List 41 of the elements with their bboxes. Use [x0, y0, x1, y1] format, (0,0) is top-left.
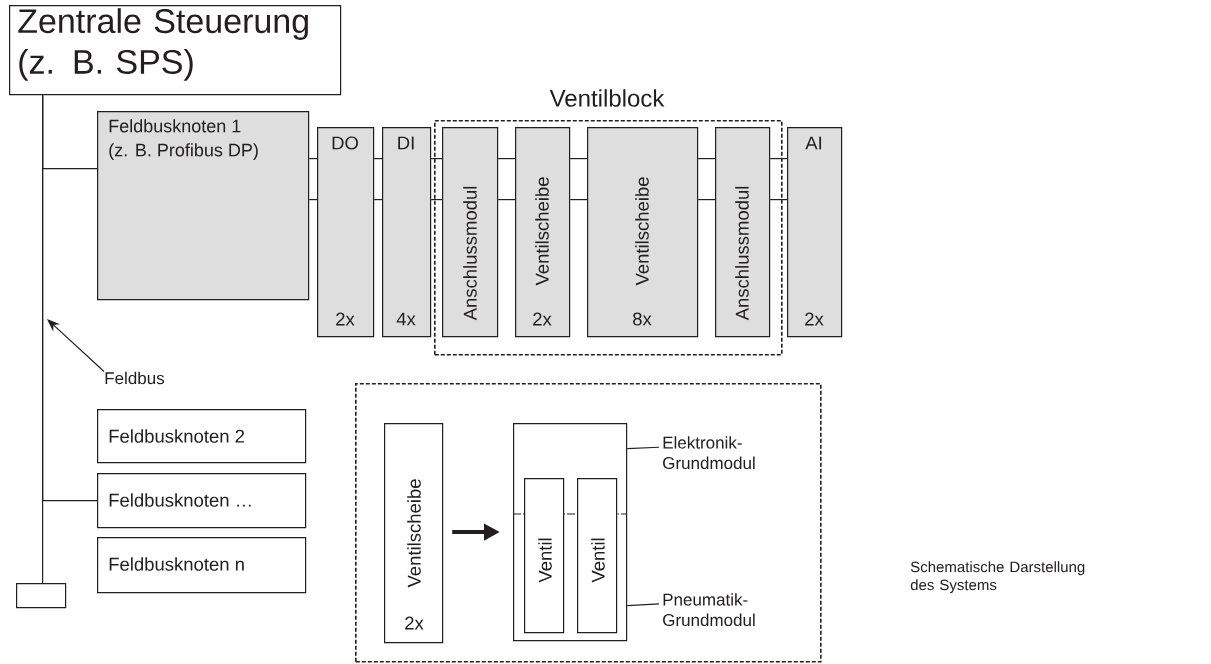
connector-line [308, 158, 318, 160]
leader-line [626, 446, 660, 450]
connector-line [373, 199, 383, 201]
detail-frame [355, 383, 822, 663]
connector-line [308, 199, 318, 201]
caption-text: Schematische Darstellung des Systems [910, 561, 1085, 594]
connector-line [42, 94, 44, 584]
connector-line [569, 199, 588, 201]
fieldbus-node-box: Feldbusknoten 1 (z. B. Profibus DP) [97, 111, 310, 301]
fieldbus-node-box: Feldbusknoten n [97, 537, 307, 594]
node-label: Ventilblock [549, 89, 665, 107]
base-module-box [513, 423, 628, 642]
valve-slice-box: Ventilscheibe 2x [384, 423, 444, 644]
connector-line [697, 199, 716, 201]
module-box: DO 2x [317, 127, 375, 338]
connector-line [569, 158, 588, 160]
valve-box: Ventil [524, 478, 565, 634]
fieldbus-node-box: Feldbusknoten 2 [97, 409, 307, 464]
module-box: Ventilscheibe 8x [587, 127, 699, 338]
connector-line [430, 199, 443, 201]
module-box: Anschlussmodul [442, 127, 499, 338]
arrow [47, 319, 105, 373]
connector-line [769, 199, 788, 201]
connector-line [697, 158, 716, 160]
module-box: AI 2x [787, 127, 843, 338]
connector-line [769, 158, 788, 160]
controller-box: Zentrale Steuerung (z. B. SPS) [9, 5, 342, 96]
connector-line [497, 199, 516, 201]
module-box: Anschlussmodul [715, 127, 771, 338]
valve-box: Ventil [577, 478, 618, 634]
connector-line [373, 158, 383, 160]
connector-line [430, 158, 443, 160]
connector-line [497, 158, 516, 160]
bus-label: Feldbus [105, 371, 165, 385]
module-box: Ventilscheibe 2x [515, 127, 571, 338]
part-label: Pneumatik- Grundmodul [663, 593, 755, 627]
leader-line [626, 603, 660, 607]
fieldbus-node-box: Feldbusknoten … [97, 473, 307, 529]
end-box [16, 583, 67, 609]
part-label: Elektronik- Grundmodul [663, 436, 755, 470]
module-box: DI 4x [382, 127, 432, 338]
